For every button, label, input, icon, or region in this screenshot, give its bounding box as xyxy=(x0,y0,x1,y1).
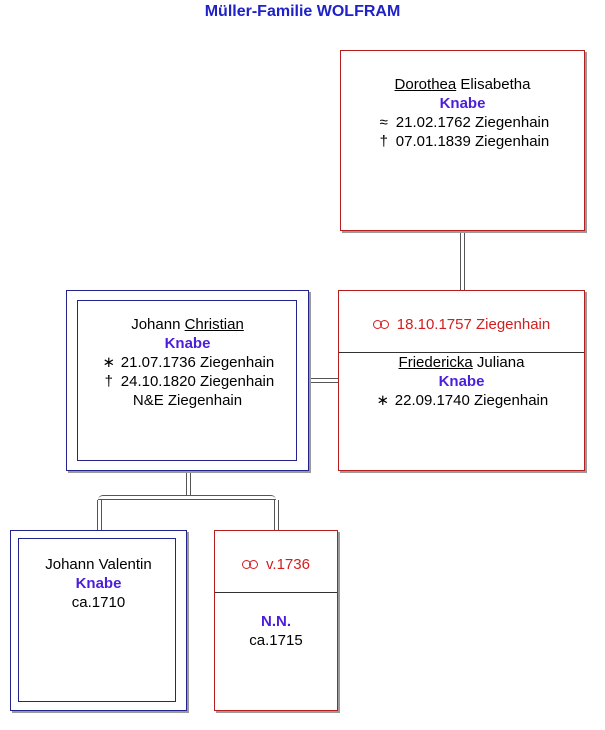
approx-date: ca.1715 xyxy=(249,632,303,649)
death-icon: † xyxy=(104,373,113,390)
middle-name: Juliana xyxy=(476,354,525,371)
death-icon: † xyxy=(379,133,388,150)
surname: Knabe xyxy=(164,335,211,352)
surname: Knabe xyxy=(75,575,122,592)
surname: Knabe xyxy=(439,95,486,112)
connector-christian-down xyxy=(186,471,191,496)
divider xyxy=(215,592,337,593)
unknown-name: N.N. xyxy=(261,613,291,630)
birth-date: 21.07.1736 Ziegenhain xyxy=(120,354,275,371)
connector-christian-marriage xyxy=(309,378,338,383)
divider xyxy=(339,352,584,353)
person-box-johann-valentin[interactable]: Johann Valentin Knabe ca.1710 xyxy=(10,530,187,711)
first-name: Dorothea xyxy=(394,76,457,93)
first-name: Johann xyxy=(131,316,181,333)
birth-icon: ∗ xyxy=(376,392,390,409)
death-date: 07.01.1839 Ziegenhain xyxy=(395,133,550,150)
inner-frame xyxy=(77,300,297,461)
connector-dorothea-marriage xyxy=(460,231,465,291)
full-name: Johann Valentin xyxy=(45,556,152,573)
person-box-johann-christian[interactable]: Johann Christian Knabe ∗21.07.1736 Ziege… xyxy=(66,290,309,471)
note: N&E Ziegenhain xyxy=(132,392,243,409)
surname: Knabe xyxy=(438,373,485,390)
approx-date: ca.1710 xyxy=(71,594,126,611)
call-name: Friedericka xyxy=(398,354,473,371)
death-date: 24.10.1820 Ziegenhain xyxy=(120,373,275,390)
middle-name: Elisabetha xyxy=(460,76,531,93)
marriage-rings-icon xyxy=(242,560,260,570)
connector-children-bar xyxy=(98,495,276,500)
connector-to-marriage-2 xyxy=(274,500,279,530)
marriage-date: 18.10.1757 Ziegenhain xyxy=(396,316,551,333)
inner-frame xyxy=(18,538,176,702)
marriage-box-nn[interactable]: v.1736 N.N. ca.1715 xyxy=(214,530,338,711)
marriage-rings-icon xyxy=(372,320,391,330)
chart-title: Müller-Familie WOLFRAM xyxy=(204,3,401,20)
marriage-date: v.1736 xyxy=(266,556,310,573)
connector-to-valentin xyxy=(97,500,102,530)
baptism-icon: ≈ xyxy=(379,114,388,131)
call-name: Christian xyxy=(184,316,244,333)
person-box-dorothea[interactable]: Dorothea Elisabetha Knabe ≈21.02.1762 Zi… xyxy=(340,50,585,231)
marriage-box-friedericka[interactable]: 18.10.1757 Ziegenhain Friedericka Julian… xyxy=(338,290,585,471)
baptism-date: 21.02.1762 Ziegenhain xyxy=(395,114,550,131)
birth-date: 22.09.1740 Ziegenhain xyxy=(394,392,549,409)
birth-icon: ∗ xyxy=(102,354,116,371)
